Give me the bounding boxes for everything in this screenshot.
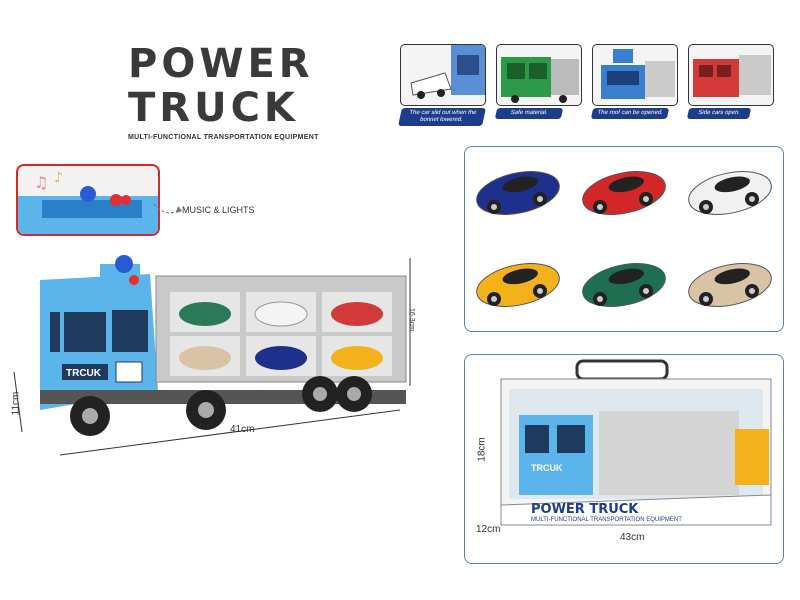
toy-car: [476, 263, 560, 307]
title-line-1: POWER: [128, 41, 314, 87]
music-lights-label: MUSIC & LIGHTS: [182, 205, 255, 215]
toy-car: [476, 171, 560, 215]
feature-2: Safe material.: [494, 44, 582, 119]
box-title: POWER TRUCK: [531, 502, 639, 517]
box-height-label: 18cm: [476, 437, 488, 462]
box-depth-label: 12cm: [476, 524, 501, 535]
feature-3-image: [592, 44, 678, 106]
feature-3: The roof can be opened.: [590, 44, 678, 119]
toy-car: [688, 171, 772, 215]
feature-4: Side cars open.: [686, 44, 774, 119]
feature-3-caption: The roof can be opened.: [590, 108, 670, 119]
product-title: POWER TRUCK: [128, 42, 328, 130]
feature-1-caption: The car slid out when the bonnet lowered…: [398, 108, 486, 126]
svg-text:♪: ♪: [54, 170, 63, 186]
packaging-panel: TRCUK POWER TRUCK MULTI-FUNCTIONAL TRANS…: [464, 354, 784, 564]
feature-1-image: [400, 44, 486, 106]
feature-1: The car slid out when the bonnet lowered…: [398, 44, 486, 126]
toy-car: [688, 263, 772, 307]
packaging-illustration: TRCUK POWER TRUCK MULTI-FUNCTIONAL TRANS…: [500, 359, 772, 526]
feature-2-caption: Safe material.: [494, 108, 564, 119]
title-line-2: TRUCK: [128, 85, 299, 131]
product-subtitle: MULTI-FUNCTIONAL TRANSPORTATION EQUIPMEN…: [128, 134, 319, 141]
toy-car: [582, 171, 666, 215]
music-arrow-icon: [153, 203, 182, 214]
box-width-label: 43cm: [620, 532, 645, 543]
truck-height-label: 11cm: [10, 391, 22, 416]
truck-length-label: 41cm: [230, 424, 255, 435]
toy-car: [582, 263, 666, 307]
feature-4-image: [688, 44, 774, 106]
feature-4-caption: Side cars open.: [686, 108, 752, 119]
feature-2-image: [496, 44, 582, 106]
svg-text:♫: ♫: [34, 173, 48, 192]
music-lights-inset: ♫ ♪: [16, 164, 160, 236]
truck-plate: TRCUK: [66, 368, 102, 379]
car-collection-panel: [464, 146, 784, 332]
box-subtitle: MULTI-FUNCTIONAL TRANSPORTATION EQUIPMEN…: [531, 517, 682, 523]
box-plate: TRCUK: [531, 463, 563, 473]
car-collection-svg: [476, 171, 772, 307]
truck-depth-label: 16.3cm: [407, 308, 415, 331]
truck-illustration: TRCUK: [40, 255, 407, 436]
